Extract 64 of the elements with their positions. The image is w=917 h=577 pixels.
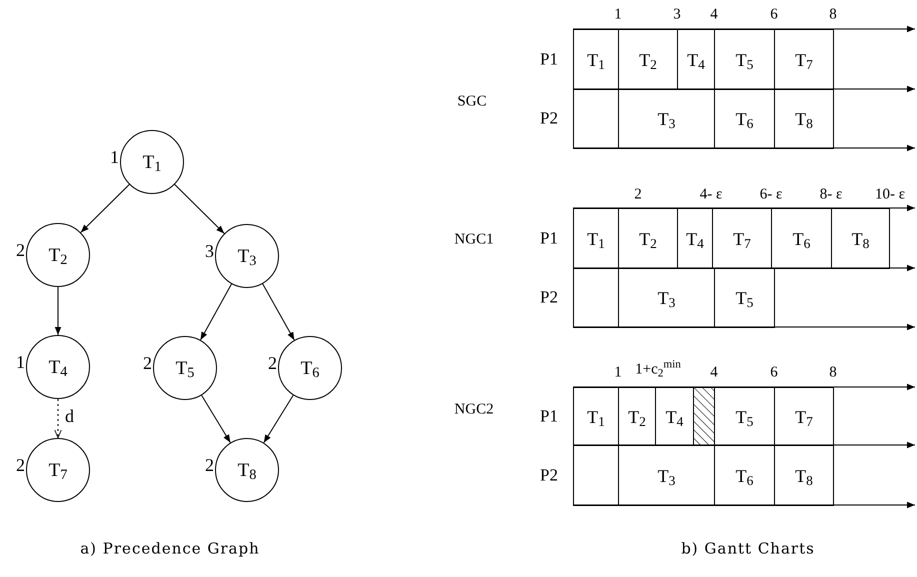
processor-label: P1 — [540, 408, 558, 424]
tick-label: 1 — [614, 8, 622, 22]
task-label: T$_{8}$ — [238, 460, 256, 480]
task-cell: T$_{8}$ — [774, 89, 834, 149]
task-cell: T$_{1}$ — [573, 208, 619, 269]
tick-label: 8- ε — [820, 188, 842, 202]
tick-label: 6 — [770, 8, 778, 22]
task-cell: T$_{8}$ — [831, 208, 890, 269]
processor-label: P2 — [540, 466, 558, 484]
caption: a) Precedence Graph — [80, 542, 260, 556]
task-label: T$_{4}$ — [48, 358, 68, 376]
tick-label: 4- ε — [700, 188, 722, 202]
processor-label: P1 — [540, 230, 558, 246]
dotted-arrow — [54, 398, 62, 438]
task-cell: T$_{7}$ — [774, 29, 834, 90]
arrow — [54, 286, 62, 336]
task-cell: T$_{8}$ — [774, 445, 834, 506]
tick-label: 4 — [710, 8, 718, 22]
task-label: T$_{2}$ — [48, 246, 68, 264]
task-weight: 3 — [205, 242, 214, 260]
task-label: T$_{1}$ — [142, 152, 162, 172]
task-cell: T$_{1}$ — [573, 387, 619, 446]
chart-title: SGC — [457, 94, 487, 110]
chart-title: NGC1 — [454, 232, 494, 248]
task-cell: T$_{6}$ — [771, 208, 832, 269]
chart-title: NGC2 — [454, 402, 494, 418]
tick-label: 2 — [634, 188, 642, 202]
processor-label: P2 — [540, 288, 558, 306]
tick-label: 6- ε — [760, 188, 782, 202]
arrow — [262, 283, 295, 341]
tick-label: 8 — [829, 8, 837, 22]
task-label: T$_{7}$ — [48, 460, 68, 480]
task-weight: 1 — [16, 353, 25, 371]
task-label: T$_{6}$ — [300, 358, 320, 378]
empty-cell — [573, 89, 619, 149]
arrow — [201, 394, 231, 444]
task-cell: T$_{5}$ — [714, 268, 775, 328]
caption: b) Gantt Charts — [681, 542, 815, 556]
idle-hatched-cell — [693, 387, 715, 446]
task-label: T$_{3}$ — [238, 246, 256, 266]
tick-label: 10- ε — [874, 188, 906, 202]
arrow — [200, 284, 232, 340]
task-cell: T$_{7}$ — [774, 387, 834, 446]
tick-label: 3 — [673, 8, 681, 22]
task-label: T$_{5}$ — [176, 358, 194, 378]
tick-label: 6 — [770, 366, 778, 380]
task-weight: 2 — [16, 456, 25, 474]
empty-cell — [573, 268, 619, 328]
task-weight: 1 — [110, 148, 119, 166]
task-cell: T$_{1}$ — [573, 29, 619, 90]
tick-label: 4 — [710, 366, 718, 380]
arrow — [80, 184, 130, 233]
arrow — [174, 184, 225, 234]
task-weight: 2 — [205, 456, 214, 474]
processor-label: P2 — [540, 110, 558, 126]
arrow — [263, 394, 294, 444]
empty-cell — [573, 445, 619, 506]
processor-label: P1 — [540, 50, 558, 68]
tick-label: 1 — [614, 366, 622, 380]
task-weight: 2 — [143, 354, 152, 372]
task-weight: 2 — [16, 241, 25, 259]
task-weight: 2 — [268, 354, 277, 372]
edge-label: d — [64, 406, 75, 424]
tick-label: 8 — [829, 366, 837, 380]
